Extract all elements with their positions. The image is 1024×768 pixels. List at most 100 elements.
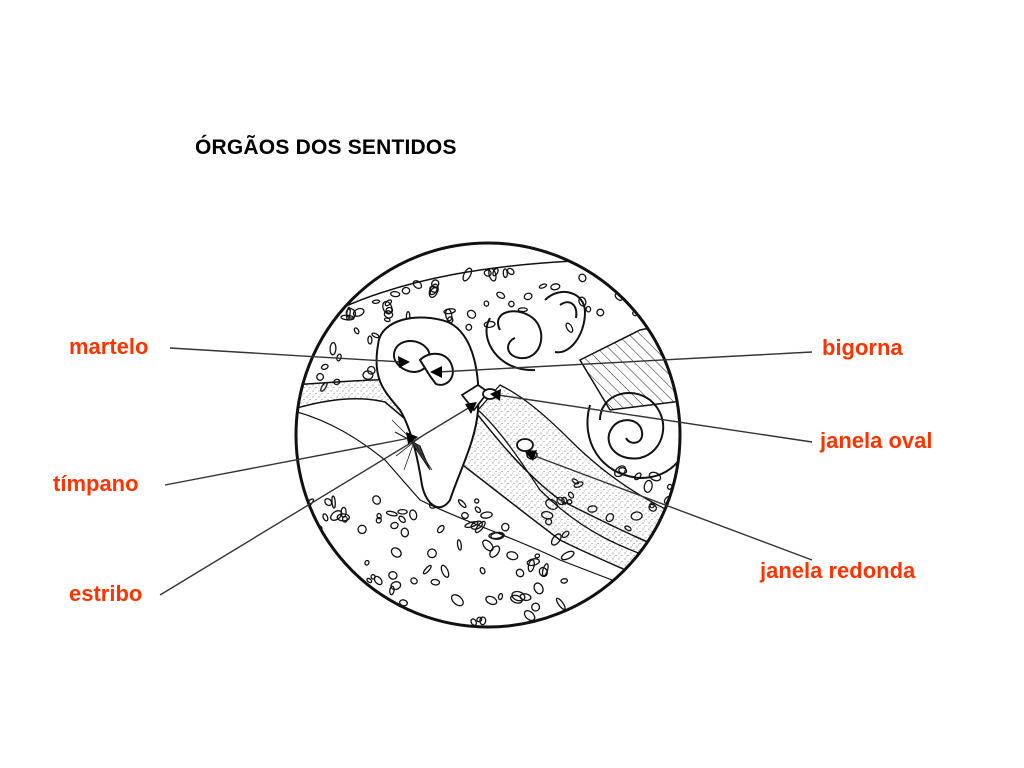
- bone-pebble: [389, 585, 395, 596]
- bone-pebble: [534, 553, 541, 559]
- bone-pebble: [356, 596, 366, 607]
- bone-pebble: [663, 319, 673, 333]
- bone-pebble: [334, 594, 342, 602]
- bone-pebble: [644, 293, 659, 301]
- bone-pebble: [444, 308, 453, 322]
- bone-pebble: [328, 273, 338, 284]
- bone-pebble: [659, 284, 667, 295]
- bone-pebble: [506, 551, 519, 561]
- bone-pebble: [345, 308, 357, 319]
- bone-pebble: [297, 287, 309, 296]
- bone-pebble: [436, 524, 445, 534]
- bone-pebble: [474, 498, 480, 504]
- bone-pebble: [533, 582, 544, 595]
- bone-pebble: [318, 310, 328, 319]
- bone-pebble: [560, 550, 575, 561]
- label-estribo: estribo: [69, 581, 143, 606]
- eustachian-tube: [477, 384, 680, 571]
- bone-pebble: [324, 498, 333, 507]
- bone-pebble: [351, 577, 359, 584]
- bone-pebble: [324, 552, 331, 566]
- bone-pebble: [366, 577, 373, 584]
- leader-bigorna: [437, 351, 813, 373]
- bone-pebble: [479, 616, 487, 626]
- bone-pebble: [336, 290, 344, 298]
- bone-pebble: [483, 269, 492, 277]
- bone-pebble: [509, 594, 523, 604]
- bone-pebble: [672, 305, 680, 314]
- label-martelo: martelo: [69, 334, 149, 359]
- bone-pebble: [434, 624, 441, 627]
- bone-pebble: [359, 267, 375, 279]
- bone-pebble: [371, 299, 381, 304]
- bone-pebble: [555, 597, 566, 611]
- bone-pebble: [373, 575, 383, 586]
- bone-pebble: [672, 290, 680, 305]
- bone-pebble: [637, 301, 643, 308]
- bone-pebble: [370, 620, 377, 627]
- bone-pebble: [301, 297, 315, 308]
- bone-pebble: [541, 563, 549, 577]
- bone-pebble: [336, 621, 343, 627]
- bone-pebble: [466, 309, 477, 319]
- bone-pebble: [330, 510, 343, 521]
- arrow-janela-redonda: [525, 450, 537, 461]
- bone-pebble: [508, 300, 515, 308]
- label-janela-redonda: janela redonda: [760, 558, 916, 583]
- bone-pebble: [400, 527, 410, 538]
- bone-pebble: [398, 515, 406, 524]
- bone-pebble: [315, 571, 327, 586]
- leader-martelo: [169, 347, 403, 363]
- bone-pebble: [640, 297, 655, 308]
- bone-pebble: [515, 568, 525, 578]
- bone-pebble: [320, 363, 329, 371]
- bone-pebble: [367, 335, 373, 345]
- bone-pebble: [390, 521, 399, 530]
- bone-pebble: [388, 571, 398, 580]
- bone-pebble: [643, 479, 653, 493]
- bone-pebble: [465, 323, 473, 331]
- bone-pebble: [631, 290, 642, 300]
- bone-pebble: [359, 264, 366, 276]
- arrow-timpano: [406, 432, 418, 444]
- bone-pebble: [632, 294, 640, 303]
- bone-pebble: [357, 524, 367, 535]
- bone-pebble: [345, 306, 351, 321]
- arrow-bigorna: [430, 366, 442, 378]
- bone-pebble: [511, 590, 526, 602]
- bone-pebble: [337, 295, 346, 303]
- cochlea: [586, 391, 680, 480]
- bone-pebble: [352, 307, 365, 317]
- bone-pebble: [428, 283, 439, 299]
- bone-pebble: [336, 513, 351, 522]
- bone-pebble: [678, 476, 680, 482]
- bone-pebble: [678, 484, 680, 496]
- bone-pebble: [480, 511, 493, 519]
- bone-pebble: [359, 589, 371, 599]
- bone-pebble: [329, 341, 337, 356]
- label-timpano: tímpano: [53, 471, 139, 496]
- janela-redonda-window: [516, 438, 534, 452]
- leader-janela-redonda: [531, 454, 813, 561]
- bone-pebble: [470, 618, 478, 626]
- bone-pebble: [353, 327, 360, 335]
- bone-pebble: [457, 499, 467, 509]
- bone-pebble: [399, 611, 410, 624]
- bone-pebble: [501, 522, 510, 532]
- bone-pebble: [330, 268, 339, 278]
- bone-pebble: [531, 602, 541, 612]
- bone-pebble: [474, 506, 482, 514]
- bone-pebble: [385, 510, 398, 517]
- bone-pebble: [560, 578, 569, 584]
- bone-pebble: [655, 314, 664, 322]
- bone-pebble: [450, 594, 464, 607]
- bone-pebble: [648, 471, 662, 482]
- bone-pebble: [364, 559, 370, 566]
- bone-pebble: [410, 577, 418, 585]
- bone-pebble: [299, 512, 308, 521]
- bone-pebble: [390, 547, 402, 558]
- bone-pebble: [401, 286, 411, 295]
- bone-pebble: [517, 307, 528, 313]
- bone-pebble: [322, 513, 329, 522]
